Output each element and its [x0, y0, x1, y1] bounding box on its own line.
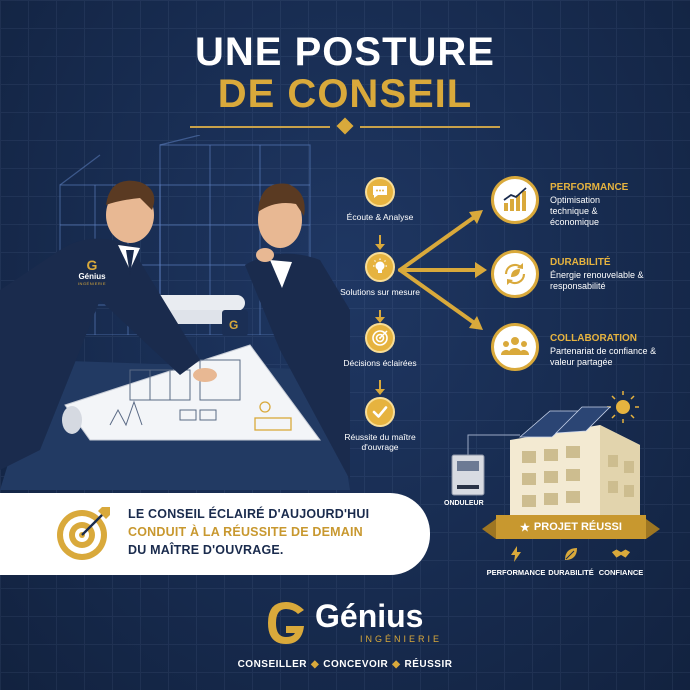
title-divider-right [360, 126, 500, 128]
target-icon [365, 323, 395, 353]
speech-bubble-icon [365, 177, 395, 207]
tagline-item-3: RÉUSSIR [404, 659, 453, 670]
project-building [451, 391, 640, 515]
lightbulb-icon [365, 252, 395, 282]
banner-line-3: DU MAÎTRE D'OUVRAGE. [128, 543, 284, 557]
pillar-label-performance: PERFORMANCE [486, 568, 546, 577]
banner-line-1: LE CONSEIL ÉCLAIRÉ D'AUJOURD'HUI [128, 507, 370, 521]
pillar-label-confiance: CONFIANCE [598, 568, 644, 577]
step-label-1: Écoute & Analyse [346, 212, 414, 222]
growth-chart-icon [491, 176, 539, 224]
step-label-4: Réussite du maître d'ouvrage [344, 432, 416, 452]
tagline-item-2: CONCEVOIR [323, 659, 389, 670]
page-title-line2: DE CONSEIL [217, 72, 473, 116]
step-arrow-1 [375, 235, 385, 250]
step-arrow-3 [375, 380, 385, 395]
team-icon [491, 323, 539, 371]
sun-icon [607, 391, 639, 423]
brand-name: Génius [315, 598, 424, 634]
brand-badge: G Génius INGÉNIERIE [72, 258, 112, 286]
project-ribbon-label: PROJET RÉUSSI [533, 521, 622, 533]
brand-badge-g-icon: G [86, 257, 98, 273]
benefit-title-collaboration: COLLABORATION [550, 333, 638, 344]
benefit-title-durabilite: DURABILITÉ [550, 257, 611, 268]
fan-arrows [398, 210, 487, 330]
tagline: CONSEILLER◆CONCEVOIR◆RÉUSSIR [0, 659, 690, 670]
target-arrow-icon [57, 507, 110, 560]
diamond-separator-icon: ◆ [392, 659, 401, 670]
step-label-2: Solutions sur mesure [340, 287, 420, 297]
benefit-desc-durabilite: Énergie renouvelable & responsabilité [550, 270, 644, 291]
inverter-icon [451, 454, 485, 496]
brand-logo-icon [268, 602, 304, 644]
page-title-line1: UNE POSTURE [195, 30, 495, 74]
leaf-cycle-icon [491, 250, 539, 298]
brand-badge-name: Génius [78, 272, 106, 281]
title-divider-left [190, 126, 330, 128]
step-arrow-2 [375, 310, 385, 323]
lightning-icon [506, 546, 526, 562]
inverter-label: ONDULEUR [444, 500, 484, 507]
banner-line-2: CONDUIT À LA RÉUSSITE DE DEMAIN [128, 525, 363, 539]
leaf-icon [561, 546, 581, 562]
benefit-desc-collaboration: Partenariat de confiance & valeur partag… [550, 346, 657, 367]
tagline-item-1: CONSEILLER [237, 659, 308, 670]
checkmark-icon [365, 397, 395, 427]
svg-text:G: G [229, 318, 238, 332]
brand-badge-sub: INGÉNIERIE [77, 281, 107, 286]
pillar-label-durabilite: DURABILITÉ [548, 568, 594, 577]
handshake-icon [611, 546, 631, 562]
step-label-3: Décisions éclairées [343, 358, 417, 368]
star-icon: ★ [520, 521, 530, 534]
benefit-desc-performance: Optimisation technique & économique [550, 195, 601, 227]
brand-subtitle: INGÉNIERIE [360, 634, 443, 644]
benefit-title-performance: PERFORMANCE [550, 182, 629, 193]
diamond-separator-icon: ◆ [311, 659, 320, 670]
meeting-illustration: G [0, 180, 350, 490]
project-ribbon: ★ PROJET RÉUSSI [482, 515, 660, 539]
